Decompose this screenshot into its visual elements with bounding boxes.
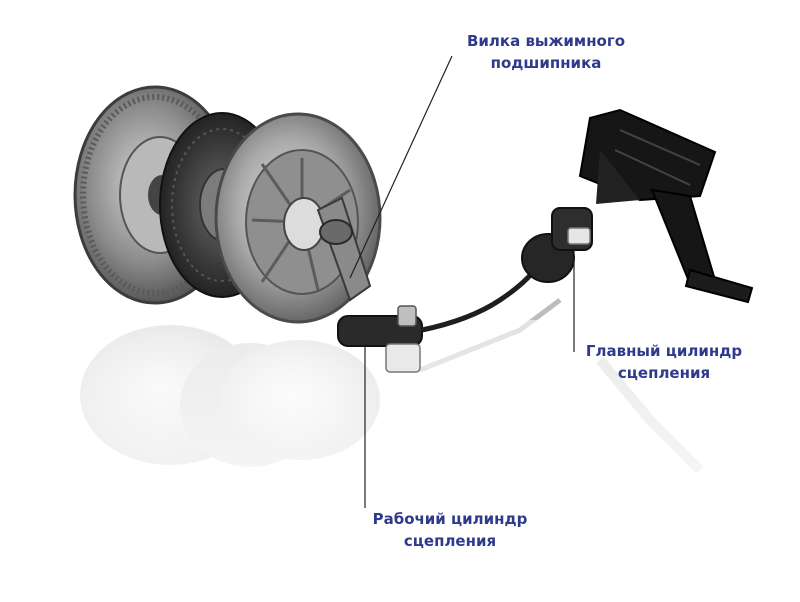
label-release-fork-line1: Вилка выжимного (466, 32, 626, 50)
label-slave-cylinder-line2: сцепления (403, 532, 497, 550)
hydraulic-line (421, 260, 543, 333)
label-master-cylinder: Главный цилиндр сцепления (574, 340, 754, 384)
leader-lines (349, 55, 575, 508)
leader-line-release-fork (349, 55, 453, 279)
label-release-fork: Вилка выжимного подшипника (448, 30, 644, 74)
label-release-fork-line2: подшипника (490, 54, 602, 72)
label-master-cylinder-line1: Главный цилиндр (585, 342, 743, 360)
slave-cylinder (337, 305, 423, 373)
label-slave-cylinder-line1: Рабочий цилиндр (372, 510, 528, 528)
label-master-cylinder-line2: сцепления (617, 364, 711, 382)
release-fork (316, 196, 372, 302)
master-cylinder (521, 207, 593, 283)
label-slave-cylinder: Рабочий цилиндр сцепления (360, 508, 540, 552)
clutch-pedal-assembly (578, 108, 754, 304)
